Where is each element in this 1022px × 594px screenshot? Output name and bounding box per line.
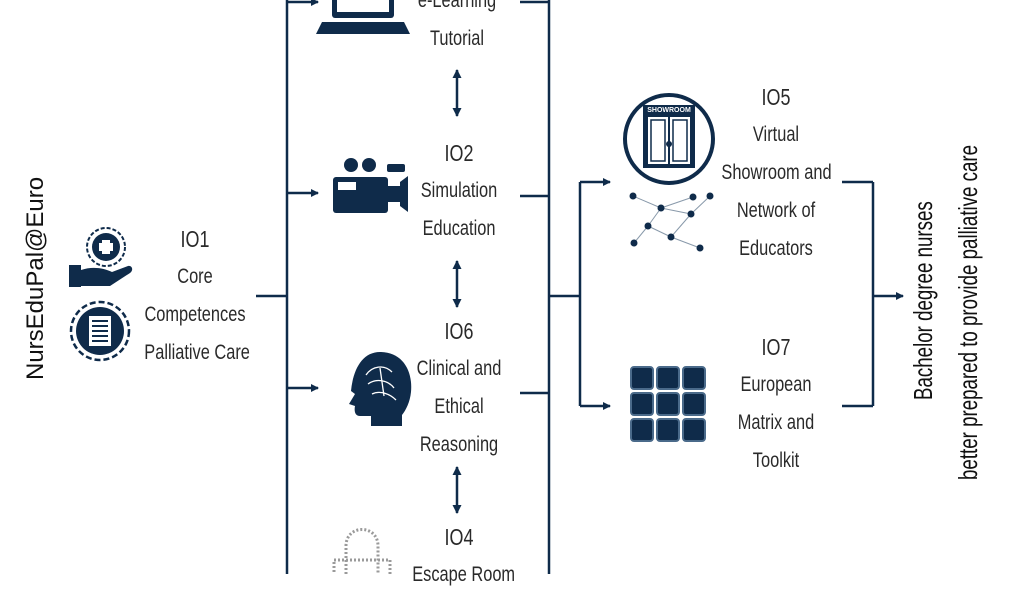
connector-lines [69, 0, 904, 574]
node-io7-line3: Toolkit [752, 449, 800, 472]
node-io1-line3: Palliative Care [144, 341, 250, 364]
node-io7-line1: European [740, 373, 812, 396]
node-io1: IO1 Core Competences Palliative Care [144, 220, 250, 372]
node-io2-code: IO2 [444, 140, 474, 166]
node-io3: e-Learning Tutorial [410, 0, 504, 58]
node-io3-line2: Tutorial [429, 27, 485, 50]
node-io5-line4: Educators [739, 237, 813, 260]
node-io7-line2: Matrix and [737, 411, 815, 434]
node-io5: IO5 Virtual Showroom and Network of Educ… [721, 78, 832, 268]
document-list-icon [69, 300, 131, 362]
node-io2-line2: Education [422, 217, 496, 240]
outcome-line1: Bachelor degree nurses [908, 201, 938, 400]
matrix-grid-icon [630, 366, 706, 442]
node-io4-line1: Escape Room [412, 563, 516, 586]
brain-head-icon [349, 352, 412, 426]
node-io4: IO4 Escape Room [412, 518, 516, 594]
node-io4-code: IO4 [444, 524, 474, 550]
node-io6: IO6 Clinical and Ethical Reasoning [412, 312, 506, 464]
laptop-icon [316, 0, 410, 34]
node-io1-code: IO1 [180, 226, 210, 252]
node-io1-line1: Core [177, 265, 213, 288]
node-io1-line2: Competences [144, 303, 246, 326]
node-io6-line3: Reasoning [419, 433, 499, 456]
node-io5-line1: Virtual [752, 123, 800, 146]
network-icon [629, 192, 714, 252]
node-io5-line3: Network of [736, 199, 816, 222]
node-io3-line1: e-Learning [417, 0, 497, 12]
node-io7: IO7 European Matrix and Toolkit [721, 328, 830, 480]
node-io7-code: IO7 [761, 334, 791, 360]
video-camera-icon [333, 158, 408, 213]
node-io6-code: IO6 [444, 318, 474, 344]
node-io5-code: IO5 [761, 84, 791, 110]
padlock-icon [332, 528, 392, 574]
showroom-door-icon [623, 93, 715, 185]
diagram: SHOWROOM NursEduPal@Euro IO1 Core Compet… [22, 0, 983, 586]
node-io2-line1: Simulation [420, 179, 498, 202]
project-title: NursEduPal@Euro [22, 176, 49, 380]
medical-hand-icon [69, 227, 133, 287]
outcome-line2: better prepared to provide palliative ca… [953, 144, 983, 480]
node-io5-line2: Showroom and [721, 161, 832, 184]
node-io6-line2: Ethical [434, 395, 484, 418]
node-io6-line1: Clinical and [416, 357, 502, 380]
node-io2: IO2 Simulation Education [412, 134, 506, 248]
showroom-sign-label: SHOWROOM [647, 107, 691, 114]
